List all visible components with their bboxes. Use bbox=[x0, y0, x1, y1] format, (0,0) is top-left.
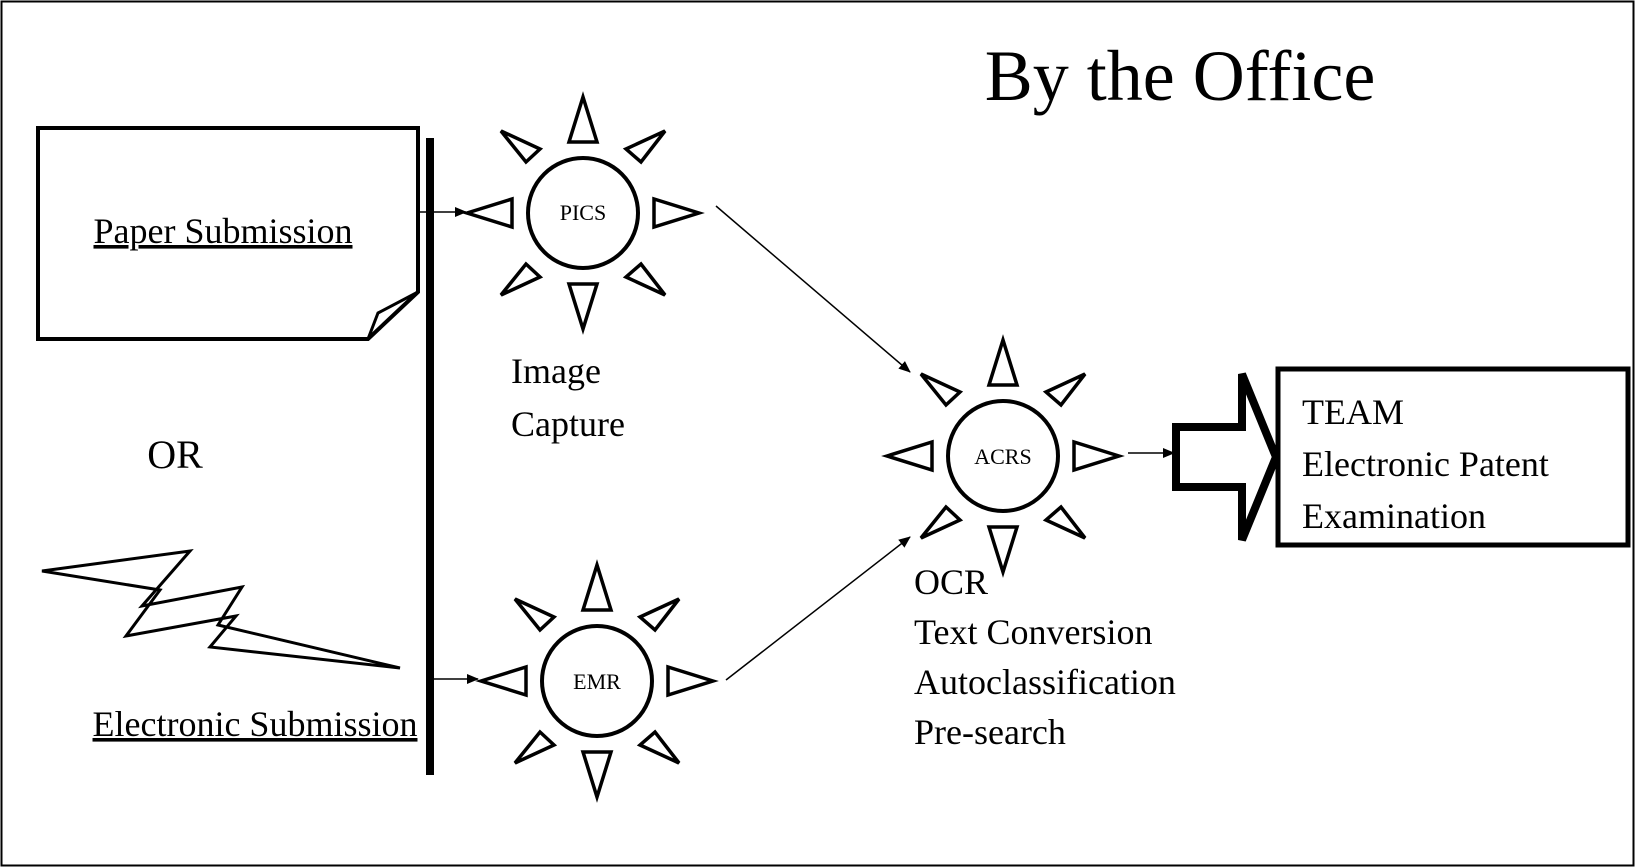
emr-label: EMR bbox=[573, 669, 621, 694]
pics-node: PICS bbox=[461, 91, 705, 335]
acrs-caption-line-4: Pre-search bbox=[914, 712, 1066, 752]
acrs-caption-line-3: Autoclassification bbox=[914, 662, 1176, 702]
acrs-node: ACRS bbox=[881, 334, 1125, 578]
acrs-sun-rays-icon bbox=[881, 334, 1125, 578]
pics-sun-rays-icon bbox=[461, 91, 705, 335]
paper-submission-label: Paper Submission bbox=[93, 211, 352, 251]
pics-caption-line-1: Image bbox=[511, 351, 601, 391]
emr-to-acrs-arrow bbox=[725, 536, 911, 681]
block-arrow-icon bbox=[1172, 372, 1281, 542]
electronic-submission-label: Electronic Submission bbox=[93, 704, 418, 744]
paper-document-icon bbox=[36, 126, 420, 341]
slide-title: By the Office bbox=[985, 36, 1376, 116]
output-line-3: Examination bbox=[1302, 496, 1486, 536]
team-output-box bbox=[1275, 366, 1631, 548]
pics-to-acrs-arrow bbox=[715, 205, 911, 373]
output-line-2: Electronic Patent bbox=[1302, 444, 1549, 484]
lightning-bolt-icon bbox=[41, 548, 401, 670]
or-label: OR bbox=[147, 432, 203, 477]
pics-caption-line-2: Capture bbox=[511, 404, 625, 444]
acrs-label: ACRS bbox=[974, 444, 1031, 469]
output-line-1: TEAM bbox=[1302, 392, 1404, 432]
acrs-caption-line-2: Text Conversion bbox=[914, 612, 1152, 652]
pics-label: PICS bbox=[560, 200, 606, 225]
acrs-caption-line-1: OCR bbox=[914, 562, 988, 602]
emr-sun-rays-icon bbox=[475, 559, 719, 803]
emr-node: EMR bbox=[475, 559, 719, 803]
